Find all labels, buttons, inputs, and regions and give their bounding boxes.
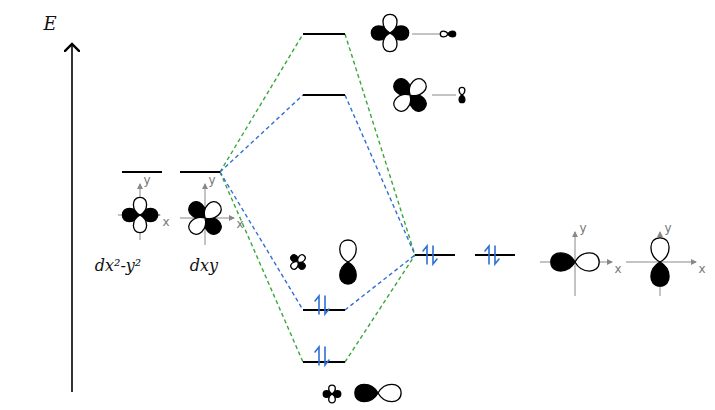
axis-label: x [162,216,169,228]
dx2-y2-orbital [118,184,160,240]
axis-label: y [208,174,215,186]
mo-pi-antibonding [391,76,465,115]
energy-levels [122,34,515,362]
correlation-lines [220,34,415,362]
axis-label: y [664,222,671,234]
energy-axis-label: E [43,15,56,33]
electron-pairs [315,246,499,365]
ligand-py-orbital [626,232,696,296]
mo-sigma-antibonding [371,14,455,51]
axis-label: x [698,263,705,275]
ligand-px-orbital [540,232,612,296]
axis-label: y [579,222,586,234]
orbital-name: dxy [190,258,218,274]
orbital-name: dx²-y² [95,258,142,274]
dxy-orbital [180,184,234,245]
axis-label: x [614,263,621,275]
axis-label: y [143,174,150,186]
energy-axis [71,44,73,392]
axis-label: x [236,218,243,230]
mo-pi-bonding [289,240,356,284]
mo-sigma-bonding [323,384,401,402]
